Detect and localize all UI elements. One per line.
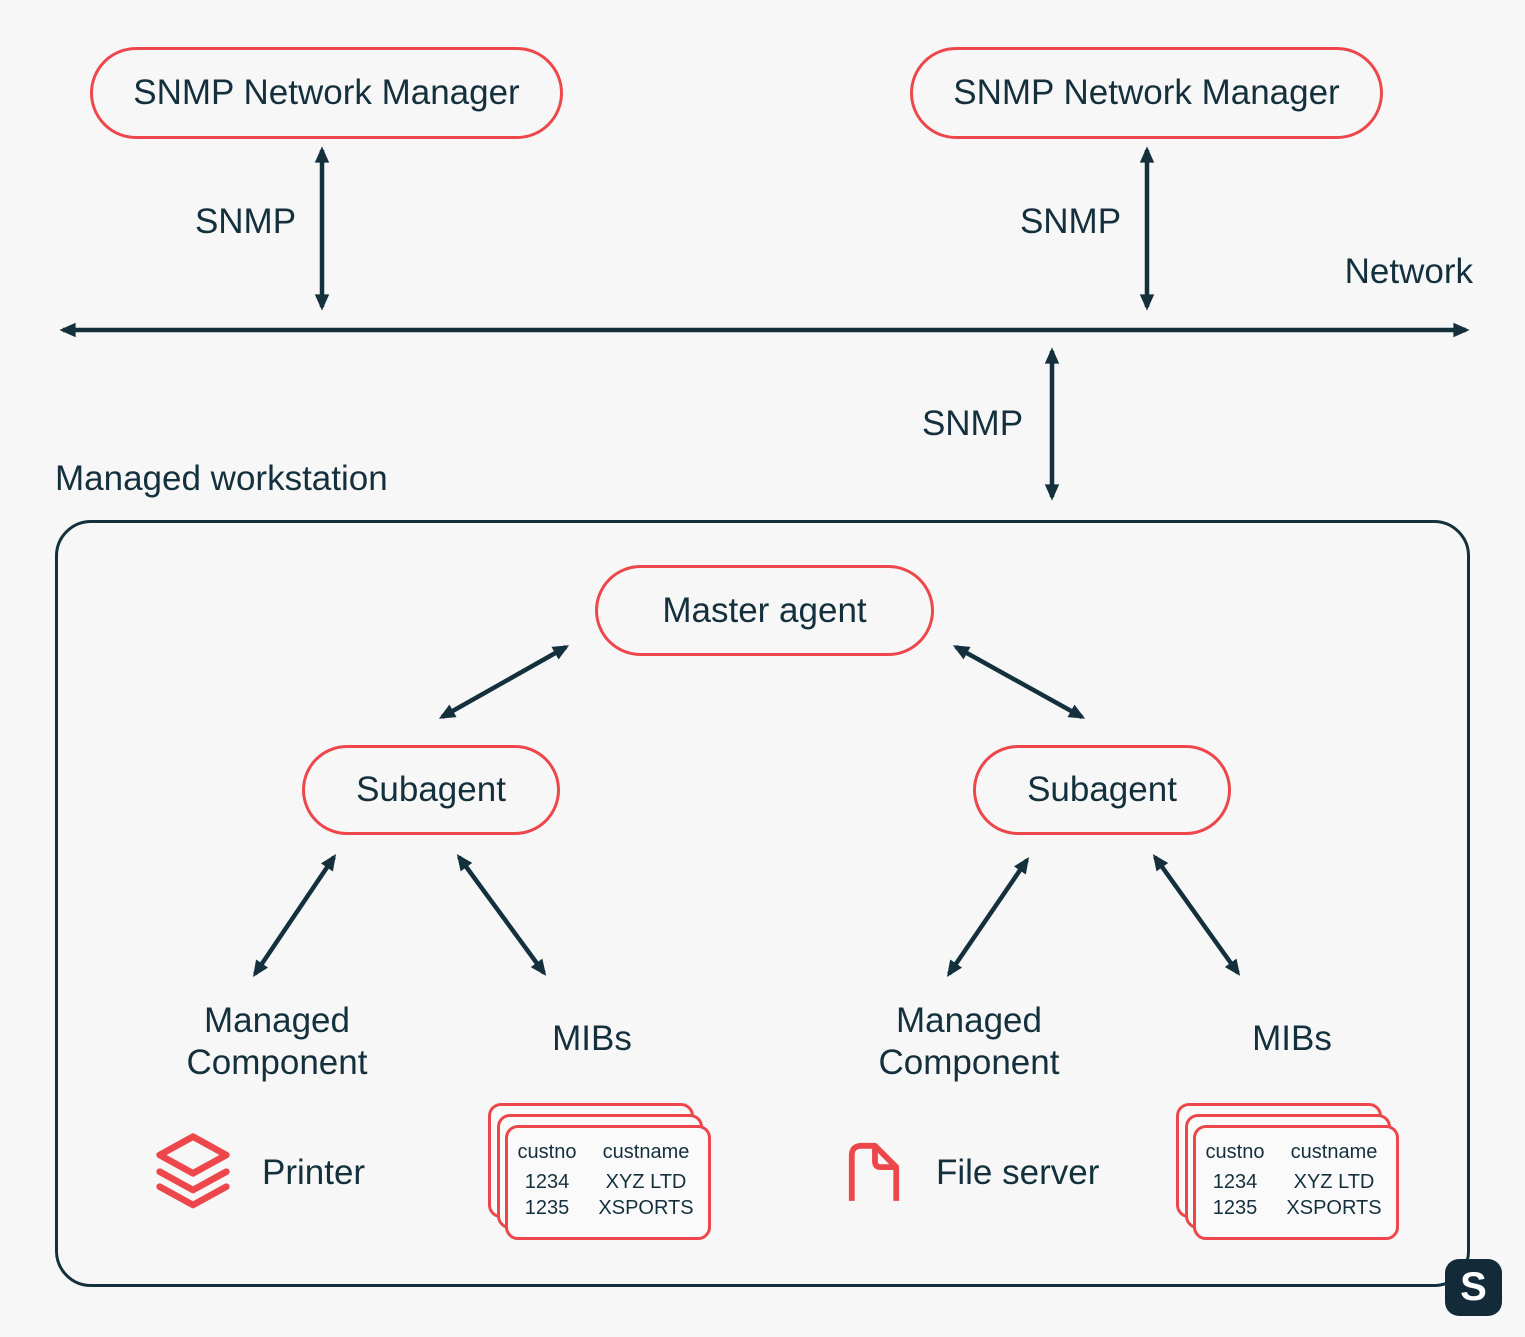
arrow-master-subagent-right bbox=[952, 645, 1086, 719]
mibs-right-label: MIBs bbox=[1252, 1019, 1332, 1058]
master-agent-node: Master agent bbox=[595, 565, 934, 656]
mib-card-stack-left: custno custname 1234 XYZ LTD 1235 XSPORT… bbox=[488, 1103, 712, 1241]
file-server-label: File server bbox=[936, 1153, 1100, 1192]
mib-cell: XYZ LTD bbox=[605, 1171, 687, 1193]
subagent-right-node: Subagent bbox=[973, 745, 1231, 835]
subagent-left-label: Subagent bbox=[356, 770, 506, 809]
snmp-network-manager-left-label: SNMP Network Manager bbox=[133, 73, 520, 112]
s-logo-icon: S bbox=[1445, 1259, 1502, 1316]
mib-col-header: custno bbox=[517, 1141, 577, 1163]
mib-table-right: custno custname 1234 XYZ LTD 1235 XSPORT… bbox=[1196, 1128, 1396, 1221]
snmp-label-workstation: SNMP bbox=[921, 404, 1024, 443]
subagent-right-label: Subagent bbox=[1027, 770, 1177, 809]
mibs-left-label: MIBs bbox=[552, 1019, 632, 1058]
mib-col-header: custno bbox=[1205, 1141, 1265, 1163]
mib-col-header: custname bbox=[602, 1141, 690, 1163]
snmp-network-manager-right-node: SNMP Network Manager bbox=[910, 47, 1383, 139]
mib-cell: XSPORTS bbox=[1286, 1197, 1382, 1219]
mib-cell: XSPORTS bbox=[598, 1197, 694, 1219]
layers-icon bbox=[153, 1129, 233, 1211]
snmp-network-manager-right-label: SNMP Network Manager bbox=[953, 73, 1340, 112]
mib-cell: 1235 bbox=[524, 1197, 570, 1219]
subagent-left-node: Subagent bbox=[302, 745, 560, 835]
printer-label: Printer bbox=[262, 1153, 366, 1192]
mib-cell: 1235 bbox=[1212, 1197, 1258, 1219]
arrow-master-subagent-left bbox=[438, 645, 570, 719]
arrow-subagent-right-mibs bbox=[1152, 854, 1241, 976]
mib-cell: XYZ LTD bbox=[1293, 1171, 1375, 1193]
snmp-label-right: SNMP bbox=[1019, 202, 1122, 241]
arrow-subagent-left-component bbox=[252, 854, 337, 977]
managed-workstation-box bbox=[55, 520, 1470, 1287]
snmp-network-manager-left-node: SNMP Network Manager bbox=[90, 47, 563, 139]
arrow-subagent-right-component bbox=[946, 857, 1030, 977]
mib-card-front: custno custname 1234 XYZ LTD 1235 XSPORT… bbox=[505, 1125, 711, 1240]
managed-component-right-label: Managed Component bbox=[878, 1001, 1060, 1082]
mib-cell: 1234 bbox=[524, 1171, 570, 1193]
managed-component-left-label: Managed Component bbox=[186, 1001, 368, 1082]
mib-card-stack-right: custno custname 1234 XYZ LTD 1235 XSPORT… bbox=[1176, 1103, 1400, 1241]
managed-workstation-label: Managed workstation bbox=[55, 459, 388, 498]
master-agent-label: Master agent bbox=[662, 590, 867, 630]
mib-table-left: custno custname 1234 XYZ LTD 1235 XSPORT… bbox=[508, 1128, 708, 1221]
mib-card-front: custno custname 1234 XYZ LTD 1235 XSPORT… bbox=[1193, 1125, 1399, 1240]
mib-col-header: custname bbox=[1290, 1141, 1378, 1163]
arrow-subagent-left-mibs bbox=[456, 854, 547, 976]
document-icon bbox=[845, 1139, 903, 1201]
snmp-label-left: SNMP bbox=[194, 202, 297, 241]
network-label: Network bbox=[1344, 252, 1473, 291]
mib-cell: 1234 bbox=[1212, 1171, 1258, 1193]
